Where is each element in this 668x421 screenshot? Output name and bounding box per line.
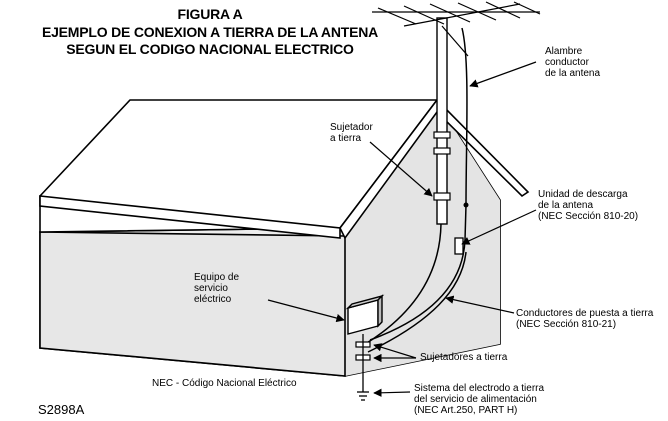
label-nec-note: NEC - Código Nacional Eléctrico [152,378,297,389]
mast-ground-clamps [433,131,451,201]
house-front-shade [345,102,500,376]
label-ground-clamp: Sujetador a tierra [330,122,373,144]
grounding-conductor [361,223,442,347]
label-service-equipment: Equipo de servicio eléctrico [194,272,240,305]
house-side-wall [39,231,346,377]
antenna-discharge-unit [454,237,464,255]
electrical-service-box [345,294,385,335]
label-lead-in-wire: Alambre conductor de la antena [545,46,601,79]
antenna [372,1,541,57]
diagram-heading-line1: EJEMPLO DE CONEXION A TIERRA DE LA ANTEN… [41,24,379,40]
diagram-heading-line2: SEGUN EL CODIGO NACIONAL ELECTRICO [66,41,354,57]
ground-electrode [357,334,369,401]
label-ground-clamps: Sujetadores a tierra [420,352,508,363]
antenna-mast [436,17,448,225]
roof-eave [39,195,341,239]
house [39,98,530,377]
label-grounding-conductors: Conductores de puesta a tierra (NEC Secc… [516,308,654,330]
figure-reference-code: S2898A [38,402,85,417]
label-electrode-system: Sistema del electrodo a tierra del servi… [414,383,545,416]
grounding-conductor-2 [367,251,467,353]
figure-title: FIGURA A [177,6,243,22]
leader-lines [267,61,537,397]
label-discharge-unit: Unidad de descarga de la antena (NEC Sec… [538,189,639,222]
